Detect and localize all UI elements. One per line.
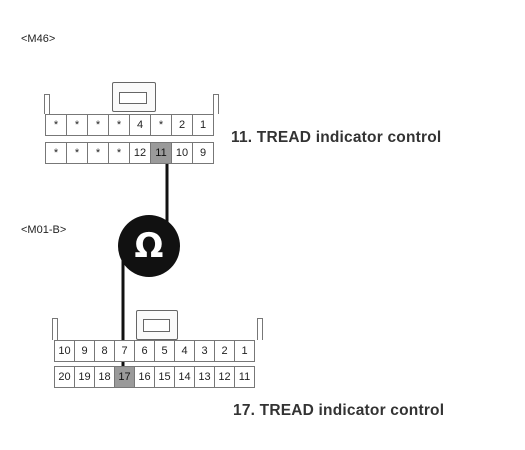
- m46-pin-9: 9: [192, 142, 214, 164]
- m46-pin-unused-2: *: [87, 142, 109, 164]
- ohmmeter-icon: Ω: [118, 215, 180, 277]
- m46-pin-unused-2: *: [87, 114, 109, 136]
- m46-pin-1: 1: [192, 114, 214, 136]
- m01b-pin-16: 16: [134, 366, 155, 388]
- m46-pin-unused-3: *: [108, 114, 130, 136]
- connector-m01b-right-post: [257, 318, 263, 340]
- connector-m46-right-post: [213, 94, 219, 114]
- m46-pin-2: 2: [171, 114, 193, 136]
- m01b-pin-4: 4: [174, 340, 195, 362]
- m01b-pin-1: 1: [234, 340, 255, 362]
- m01b-pin-12: 12: [214, 366, 235, 388]
- m46-pin-12: 12: [129, 142, 151, 164]
- m01b-pin-18: 18: [94, 366, 115, 388]
- m01b-pin-2: 2: [214, 340, 235, 362]
- m01b-pin-10: 10: [54, 340, 75, 362]
- m01b-pin-6: 6: [134, 340, 155, 362]
- m46-pin-unused-0: *: [45, 114, 67, 136]
- m01b-pin-7: 7: [114, 340, 135, 362]
- m01b-pin-17: 17: [114, 366, 135, 388]
- m01b-pin-11: 11: [234, 366, 255, 388]
- m01b-pin-3: 3: [194, 340, 215, 362]
- m46-pin-unused-1: *: [66, 142, 88, 164]
- connector-m01b-left-post: [52, 318, 58, 340]
- connector-m46-left-post: [44, 94, 50, 114]
- m46-pin-unused-3: *: [108, 142, 130, 164]
- m01b-pin-5: 5: [154, 340, 175, 362]
- m01b-pin-9: 9: [74, 340, 95, 362]
- connector-m46-latch: [112, 82, 156, 112]
- connector-m46-label: <M46>: [21, 33, 56, 45]
- m46-pin-11: 11: [150, 142, 172, 164]
- m46-pin-4: 4: [129, 114, 151, 136]
- m46-pin-unused-5: *: [150, 114, 172, 136]
- m01b-pin-15: 15: [154, 366, 175, 388]
- callout-m01b-pin-17: 17. TREAD indicator control: [233, 402, 445, 419]
- connector-m01b-label: <M01-B>: [21, 224, 67, 236]
- m46-pin-unused-0: *: [45, 142, 67, 164]
- m01b-pin-13: 13: [194, 366, 215, 388]
- m01b-pin-14: 14: [174, 366, 195, 388]
- connector-m01b-latch: [136, 310, 178, 340]
- callout-m46-pin-11: 11. TREAD indicator control: [231, 129, 442, 146]
- m46-pin-unused-1: *: [66, 114, 88, 136]
- m01b-pin-20: 20: [54, 366, 75, 388]
- m46-pin-10: 10: [171, 142, 193, 164]
- m01b-pin-19: 19: [74, 366, 95, 388]
- m01b-pin-8: 8: [94, 340, 115, 362]
